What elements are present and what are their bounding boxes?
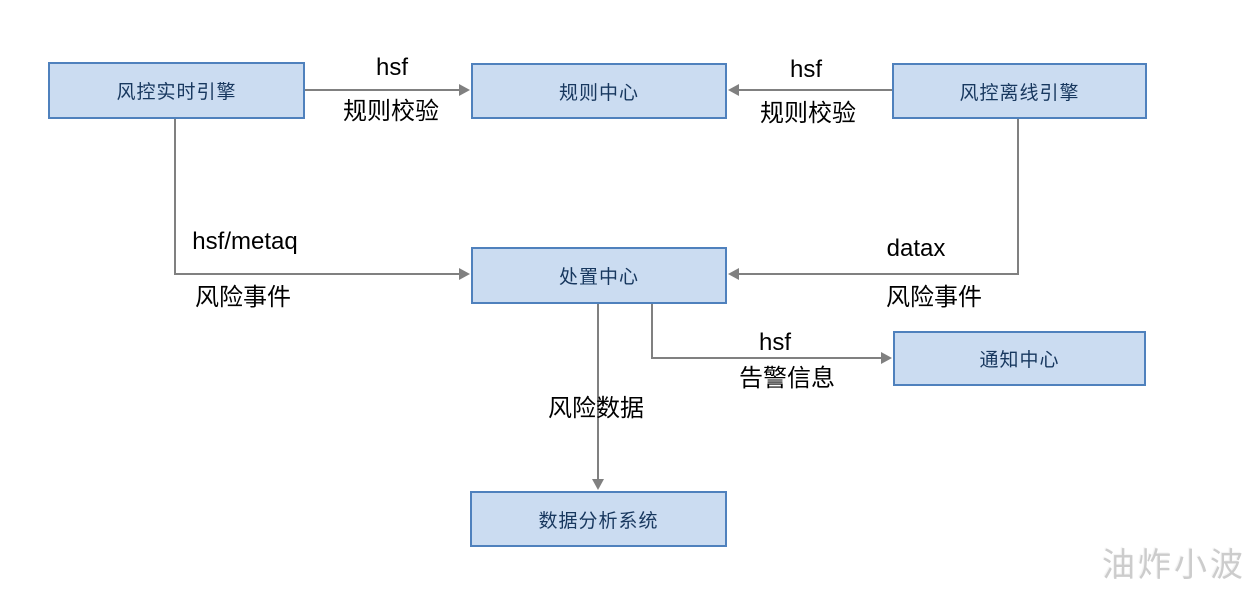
edge-protocol-label: hsf/metaq: [192, 228, 298, 255]
node-disposal-center: 处置中心: [471, 247, 727, 304]
connector-offline-to-disposal-vertical: [1017, 119, 1019, 275]
edge-label: 风险数据: [548, 395, 644, 422]
node-data-analysis-system: 数据分析系统: [470, 491, 727, 547]
edge-label: 风险事件: [886, 284, 982, 311]
edge-protocol-label: datax: [886, 235, 946, 262]
node-notification-center: 通知中心: [893, 331, 1146, 386]
edge-protocol-label: hsf: [758, 329, 792, 356]
node-realtime-engine: 风控实时引擎: [48, 62, 305, 119]
connector-realtime-to-disposal-vertical: [174, 119, 176, 275]
connector-offline-to-rulecenter: [737, 89, 892, 91]
edge-label: 风险事件: [195, 284, 291, 311]
arrowhead-icon: [459, 84, 470, 96]
connector-offline-to-disposal-horizontal: [737, 273, 1019, 275]
edge-label: 规则校验: [760, 100, 856, 127]
connector-disposal-to-analysis: [597, 304, 599, 480]
connector-realtime-to-disposal-horizontal: [174, 273, 461, 275]
arrowhead-icon: [728, 268, 739, 280]
arrowhead-icon: [592, 479, 604, 490]
watermark: 油炸小波: [1102, 546, 1246, 583]
arrowhead-icon: [459, 268, 470, 280]
node-offline-engine: 风控离线引擎: [892, 63, 1147, 119]
connector-disposal-to-notify-horizontal: [651, 357, 882, 359]
arrowhead-icon: [881, 352, 892, 364]
connector-disposal-to-notify-vertical: [651, 304, 653, 359]
edge-label: 规则校验: [343, 98, 439, 125]
node-rule-center: 规则中心: [471, 63, 727, 119]
edge-label: 告警信息: [739, 365, 835, 392]
edge-protocol-label: hsf: [789, 56, 823, 83]
connector-realtime-to-rulecenter: [305, 89, 460, 91]
edge-protocol-label: hsf: [375, 54, 409, 81]
arrowhead-icon: [728, 84, 739, 96]
